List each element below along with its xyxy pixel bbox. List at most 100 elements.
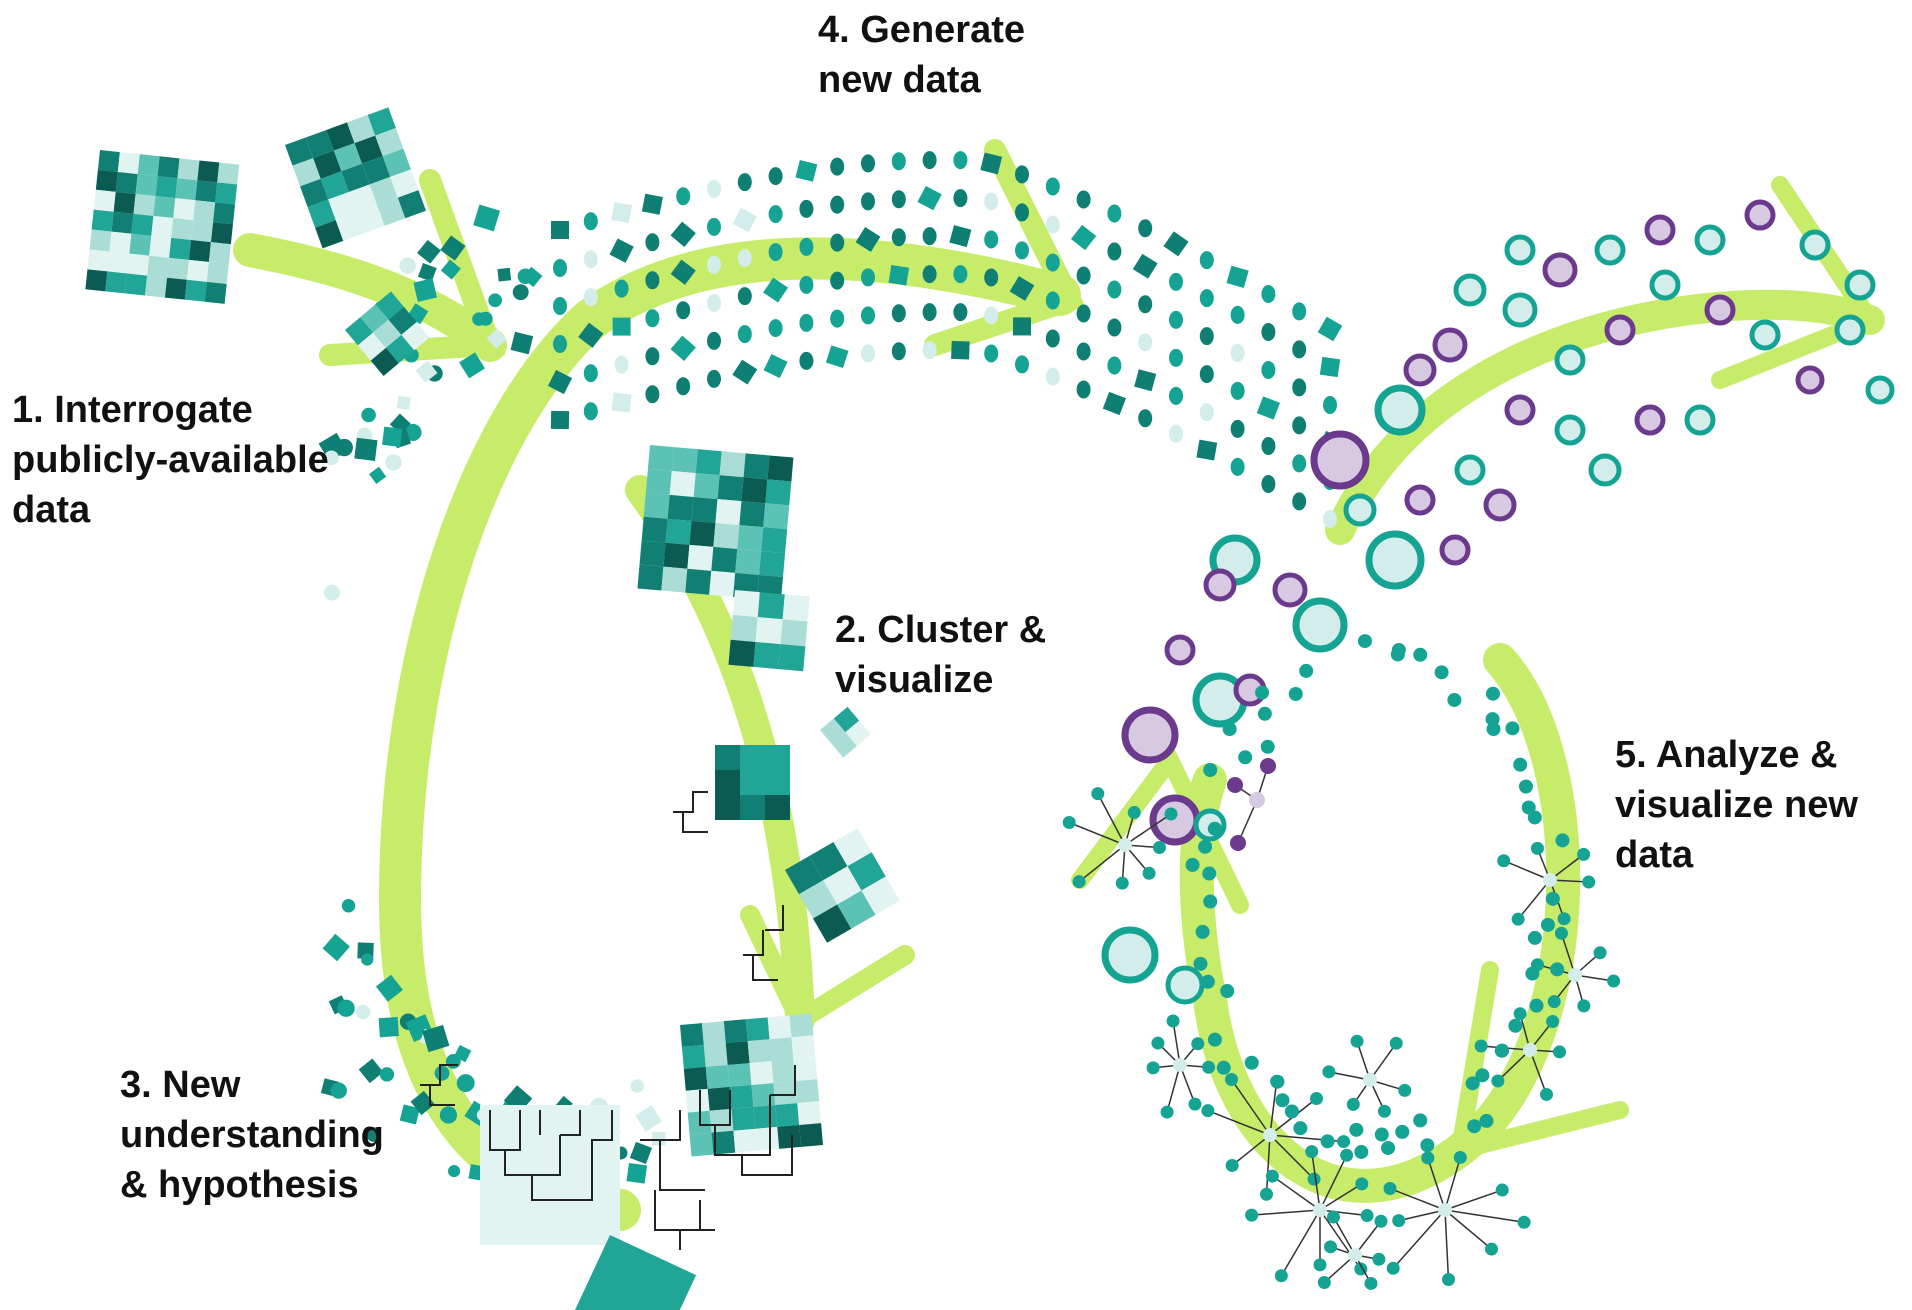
heatmap-cell <box>164 277 187 300</box>
network-node <box>1392 1214 1406 1228</box>
data-point-icon <box>1102 391 1127 416</box>
network-edge <box>1444 1157 1462 1211</box>
network-edge <box>1427 1157 1446 1211</box>
network-edge <box>1269 1081 1278 1136</box>
heatmap-cell <box>797 1101 822 1125</box>
heatmap-cell <box>347 114 376 144</box>
network-hub <box>1313 1203 1327 1217</box>
heatmap-cell <box>739 501 766 528</box>
network-edge <box>1503 860 1551 881</box>
network-node <box>1453 1150 1467 1164</box>
data-point-icon <box>1070 224 1097 251</box>
heatmap-cell <box>315 220 344 249</box>
teal-ring-icon <box>1834 314 1866 346</box>
heatmap-cell <box>773 1081 798 1105</box>
data-point-icon <box>953 265 968 284</box>
data-point-icon <box>324 584 340 601</box>
heatmap-icon <box>345 291 430 376</box>
data-point-icon <box>830 271 845 290</box>
data-point-icon <box>645 233 660 252</box>
arrow-generate-head <box>924 139 1086 356</box>
data-point-icon <box>1475 1068 1490 1083</box>
data-point-icon <box>676 301 691 320</box>
heatmap-cell <box>681 1044 706 1069</box>
data-point-icon <box>1226 265 1249 288</box>
heatmap-cell <box>661 566 688 593</box>
data-point-icon <box>1107 280 1122 299</box>
data-point-icon <box>1292 492 1307 511</box>
heatmap-cell <box>285 137 314 166</box>
data-point-icon <box>341 898 356 913</box>
heatmap-cell <box>785 856 824 895</box>
data-point-icon <box>1391 642 1406 657</box>
data-point-icon <box>1107 356 1122 375</box>
network-edge <box>1097 793 1126 846</box>
heatmap-cell <box>782 594 810 622</box>
step-line: data <box>1615 834 1694 876</box>
data-point-icon <box>825 345 849 369</box>
purple-ring-icon <box>1432 327 1468 363</box>
heatmap-cell <box>93 189 116 212</box>
step-line: 1. Interrogate <box>12 389 253 431</box>
data-point-icon <box>1199 403 1214 422</box>
data-point-icon <box>1196 439 1218 461</box>
arrow-right-upper-head <box>1711 176 1884 389</box>
network-node <box>1582 875 1596 889</box>
data-point-icon <box>1138 333 1153 352</box>
network-node <box>1326 1210 1340 1224</box>
heatmap-cell <box>569 1235 697 1310</box>
network-node <box>1225 1158 1239 1172</box>
network-node <box>1554 926 1568 940</box>
teal-ring-icon <box>1649 269 1681 301</box>
data-point-icon <box>1238 750 1253 765</box>
data-point-icon <box>737 249 752 268</box>
heatmap-cell <box>362 156 391 185</box>
teal-ring-icon <box>1865 375 1895 405</box>
data-point-icon <box>1320 1134 1335 1149</box>
network-node <box>1227 777 1243 793</box>
data-point-icon <box>517 268 534 285</box>
data-point-icon <box>951 340 970 360</box>
teal-ring-icon <box>1694 224 1726 256</box>
network-graph-icon <box>1497 841 1596 926</box>
data-point-icon <box>861 192 875 211</box>
heatmap-cell <box>709 570 736 597</box>
data-point-icon <box>799 275 814 294</box>
heatmap-cell <box>345 317 374 346</box>
data-point-icon <box>1256 396 1281 420</box>
network-node <box>1474 1039 1488 1053</box>
data-point-icon <box>1203 763 1218 778</box>
network-edge <box>1271 1175 1321 1211</box>
data-point-icon <box>1275 1093 1290 1108</box>
heatmap-cell <box>717 475 744 502</box>
data-point-icon <box>1349 1122 1364 1137</box>
data-point-icon <box>440 259 461 280</box>
heatmap-cell <box>169 237 192 260</box>
heatmap-cell <box>373 319 402 348</box>
heatmap-cell <box>177 158 200 181</box>
data-point-icon <box>375 974 403 1002</box>
heatmap-cell <box>767 1015 792 1040</box>
data-point-icon <box>707 179 721 198</box>
network-node <box>1188 1097 1202 1111</box>
data-point-icon <box>1193 956 1208 971</box>
heatmap-cell <box>729 1084 754 1109</box>
heatmap-cell <box>292 158 321 187</box>
data-point-icon <box>1467 1119 1482 1134</box>
heatmap-icon <box>728 590 810 672</box>
heatmap-cell <box>175 178 198 201</box>
heatmap-cell <box>740 795 765 820</box>
purple-ring-icon <box>1704 294 1736 326</box>
purple-ring-icon <box>1310 430 1370 490</box>
data-point-icon <box>612 317 631 336</box>
data-point-icon <box>799 199 814 218</box>
data-point-icon <box>1261 436 1276 455</box>
teal-ring-icon <box>1101 926 1159 984</box>
data-point-icon <box>861 154 875 173</box>
heatmap-icon <box>637 445 794 602</box>
data-point-icon <box>1525 966 1540 981</box>
network-node <box>1421 1151 1435 1165</box>
purple-ring-icon <box>1404 484 1436 516</box>
